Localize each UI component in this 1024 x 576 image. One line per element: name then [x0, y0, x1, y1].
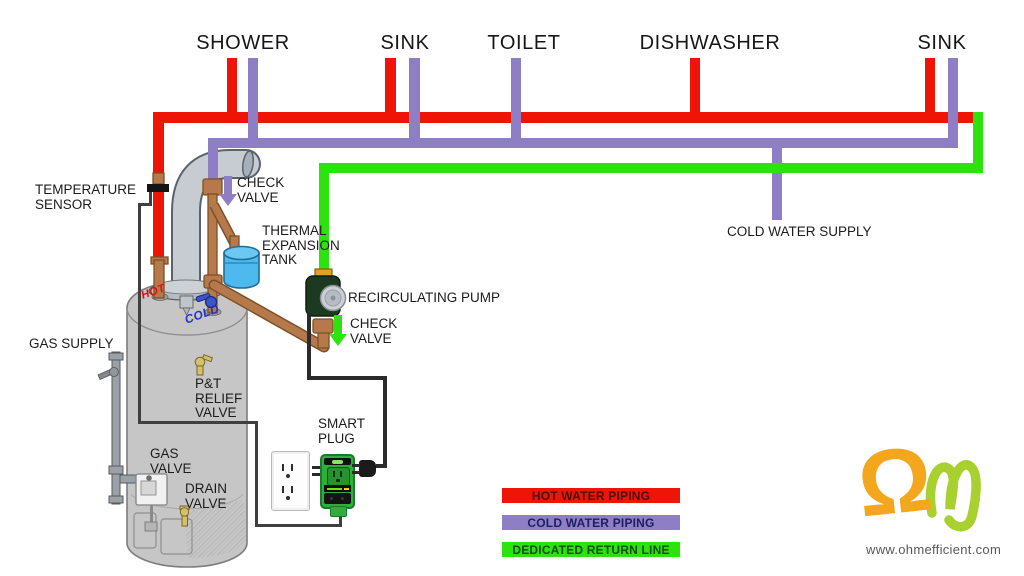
sensor-wire	[138, 203, 141, 424]
label-drain-valve: DRAIN VALVE	[185, 481, 228, 511]
label-smart-plug: SMART PLUG	[318, 416, 366, 446]
label-toilet: TOILET	[487, 32, 561, 54]
hot-outlet-copper	[153, 259, 165, 299]
logo-omega-icon: Ω	[852, 427, 937, 537]
return-line-pump-drop	[319, 163, 329, 276]
smart-plug-prong	[312, 473, 320, 476]
sensor-wire	[138, 421, 258, 424]
cold-inlet-copper	[207, 193, 218, 314]
smart-plug-socket	[327, 467, 350, 486]
legend-cold-water: COLD WATER PIPING	[502, 515, 680, 530]
label-check-valve-top: CHECK VALVE	[237, 175, 285, 205]
temperature-sensor-icon	[147, 184, 169, 192]
gas-valve-icon	[135, 473, 168, 532]
smart-plug-logo	[332, 459, 343, 464]
cold-shutoff-valve-icon	[195, 292, 218, 309]
label-shower: SHOWER	[196, 32, 290, 54]
plug-prong	[352, 471, 360, 474]
plug-prong	[352, 464, 360, 467]
smart-plug-label	[327, 487, 342, 490]
logo-m-squiggle	[925, 460, 981, 532]
recirculating-pump-icon	[305, 268, 347, 317]
flow-arrow-head	[329, 334, 347, 346]
hot-pipe-sink-1	[385, 58, 396, 123]
check-valve-bottom-icon	[312, 318, 334, 334]
label-temperature-sensor: TEMPERATURE SENSOR	[35, 182, 137, 212]
cold-pipe-toilet	[511, 58, 521, 148]
label-sink-1: SINK	[380, 32, 430, 54]
sensor-wire	[339, 511, 342, 527]
hot-pipe-shower	[227, 58, 237, 123]
power-plug-icon	[359, 460, 376, 477]
cold-pipe-sink-2	[948, 58, 958, 148]
tank-access-panel	[160, 518, 193, 555]
label-dishwasher: DISHWASHER	[639, 32, 781, 54]
label-check-valve-bottom: CHECK VALVE	[350, 316, 398, 346]
pump-power-cord	[307, 312, 311, 380]
pt-relief-valve-icon	[194, 354, 214, 376]
pump-power-cord	[376, 464, 386, 468]
sensor-wire	[255, 421, 258, 527]
return-line-main-pipe	[319, 163, 983, 173]
label-gas-supply: GAS SUPPLY	[29, 336, 114, 351]
cold-water-main-pipe	[208, 138, 958, 148]
flow-arrow-head	[219, 194, 237, 206]
cold-pipe-heater-drop	[208, 138, 218, 183]
sensor-wire	[138, 203, 152, 206]
legend-label: COLD WATER PIPING	[527, 515, 655, 530]
legend-hot-water: HOT WATER PIPING	[502, 488, 680, 503]
smart-plug-icon	[320, 454, 355, 509]
sensor-wire	[255, 524, 342, 527]
check-valve-top-icon	[202, 178, 223, 196]
flow-arrow-down-icon	[224, 176, 232, 195]
copper-section	[152, 172, 165, 185]
thermal-expansion-tank-icon	[223, 245, 260, 289]
website-url: www.ohmefficient.com	[866, 542, 1002, 557]
legend-return-line: DEDICATED RETURN LINE	[502, 542, 680, 557]
smart-plug-sensor-port	[330, 506, 347, 517]
label-gas-valve: GAS VALVE	[150, 446, 192, 476]
gas-supply-pipe	[97, 351, 139, 505]
pump-power-cord	[307, 376, 387, 380]
pump-power-cord	[383, 376, 387, 468]
label-pt-relief-valve: P&T RELIEF VALVE	[195, 376, 243, 420]
sensor-wire	[149, 192, 152, 205]
label-sink-2: SINK	[917, 32, 967, 54]
legend-label: DEDICATED RETURN LINE	[512, 542, 670, 557]
hot-water-main-pipe	[153, 112, 973, 123]
cold-pipe-sink-1	[409, 58, 420, 148]
return-line-right-riser	[973, 112, 983, 173]
legend-label: HOT WATER PIPING	[531, 488, 651, 503]
return-copper-pipe	[210, 281, 328, 351]
cold-water-supply-pipe	[772, 138, 782, 220]
flue-vent-icon	[171, 149, 261, 311]
hot-pipe-dishwasher	[690, 58, 700, 123]
hot-pipe-sink-2	[925, 58, 935, 123]
smart-plug-prong	[312, 466, 320, 469]
cold-pipe-shower	[248, 58, 258, 148]
label-recirculating-pump: RECIRCULATING PUMP	[348, 290, 501, 305]
label-thermal-expansion-tank: THERMAL EXPANSION TANK	[262, 223, 340, 267]
flow-arrow-down-icon	[334, 315, 342, 335]
tank-texture	[184, 500, 246, 559]
label-cold-water-supply: COLD WATER SUPPLY	[727, 224, 872, 239]
drain-valve-icon	[179, 505, 190, 527]
wall-outlet-icon	[271, 451, 310, 511]
